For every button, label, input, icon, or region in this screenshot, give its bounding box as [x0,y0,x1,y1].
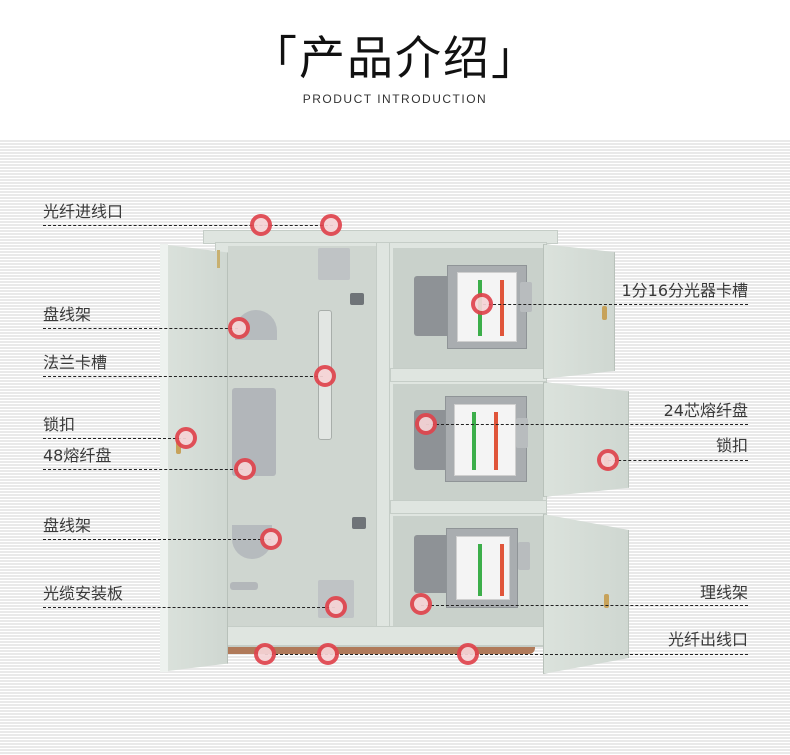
marker-flange-slot[interactable] [314,365,336,387]
callout-line-fiber-inlet [43,225,333,226]
side-bracket-top [520,282,532,312]
marker-cable-manager[interactable] [410,593,432,615]
cabinet-base [215,644,535,654]
callout-label-splice-tray-48: 48熔纤盘 [43,446,112,465]
marker-cable-spool-lower[interactable] [260,528,282,550]
callout-line-cable-spool-upper [43,328,238,329]
right-door-middle [543,382,629,497]
title-text: 产品介绍 [299,31,491,85]
callout-line-cable-manager [421,605,748,606]
divider-column [376,242,390,647]
marker-fiber-outlet-3[interactable] [457,643,479,665]
callout-label-lock-left: 锁扣 [43,415,76,434]
callout-label-splice-tray-24: 24芯熔纤盘 [663,401,748,420]
marker-fiber-inlet-2[interactable] [320,214,342,236]
callout-line-fiber-outlet [265,654,748,655]
side-bracket-middle [516,418,528,448]
callout-line-cable-mount-plate [43,607,335,608]
left-door-hinge [217,250,220,268]
right-door-bottom [543,514,629,674]
red-bar-bottom [500,544,504,596]
callout-line-splice-tray-48 [43,469,243,470]
callout-label-cable-spool-lower: 盘线架 [43,516,92,535]
clip-1 [350,293,364,305]
shelf-2 [390,500,547,514]
left-door-lock [176,440,181,454]
callout-line-lock-left [43,438,186,439]
marker-splice-tray-48[interactable] [234,458,256,480]
callout-label-cable-spool-upper: 盘线架 [43,305,92,324]
title-bracket-close: 」 [491,31,539,85]
side-bracket-bottom [518,542,530,570]
title-bracket-open: 「 [251,31,299,85]
clip-2 [352,517,366,529]
callout-label-fiber-outlet: 光纤出线口 [667,630,748,649]
callout-line-flange-slot [43,376,323,377]
callout-label-fiber-inlet: 光纤进线口 [43,202,124,221]
marker-lock-right[interactable] [597,449,619,471]
red-bar-top [500,280,504,336]
callout-line-splice-tray-24 [426,424,748,425]
right-door-bottom-lock [604,594,609,608]
callout-label-cable-mount-plate: 光缆安装板 [43,584,124,603]
red-bar-middle [494,412,498,470]
callout-line-lock-right [608,460,748,461]
page-title: 「产品介绍」 [0,28,790,88]
marker-splice-tray-24[interactable] [415,413,437,435]
cable-entry-plate [318,248,350,280]
marker-lock-left[interactable] [175,427,197,449]
right-door-top-lock [602,306,607,320]
marker-splitter-slot[interactable] [471,293,493,315]
shelf-1 [390,368,547,382]
callout-line-splitter-slot [483,304,748,305]
callout-label-cable-manager: 理线架 [699,583,748,602]
marker-cable-mount-plate[interactable] [325,596,347,618]
splitter-card-middle [454,404,516,476]
marker-cable-spool-upper[interactable] [228,317,250,339]
marker-fiber-inlet-1[interactable] [250,214,272,236]
left-door-edge [160,244,168,672]
callout-label-lock-right: 锁扣 [715,436,748,455]
callout-label-splitter-slot: 1分16分光器卡槽 [621,281,748,300]
page-subtitle: PRODUCT INTRODUCTION [302,92,488,106]
callout-label-flange-slot: 法兰卡槽 [43,353,108,372]
callout-line-cable-spool-lower [43,539,271,540]
marker-fiber-outlet-1[interactable] [254,643,276,665]
green-bar-middle [472,412,476,470]
header: 「产品介绍」 PRODUCT INTRODUCTION [0,0,790,139]
green-bar-bottom [478,544,482,596]
wire-guide [230,582,258,590]
marker-fiber-outlet-2[interactable] [317,643,339,665]
